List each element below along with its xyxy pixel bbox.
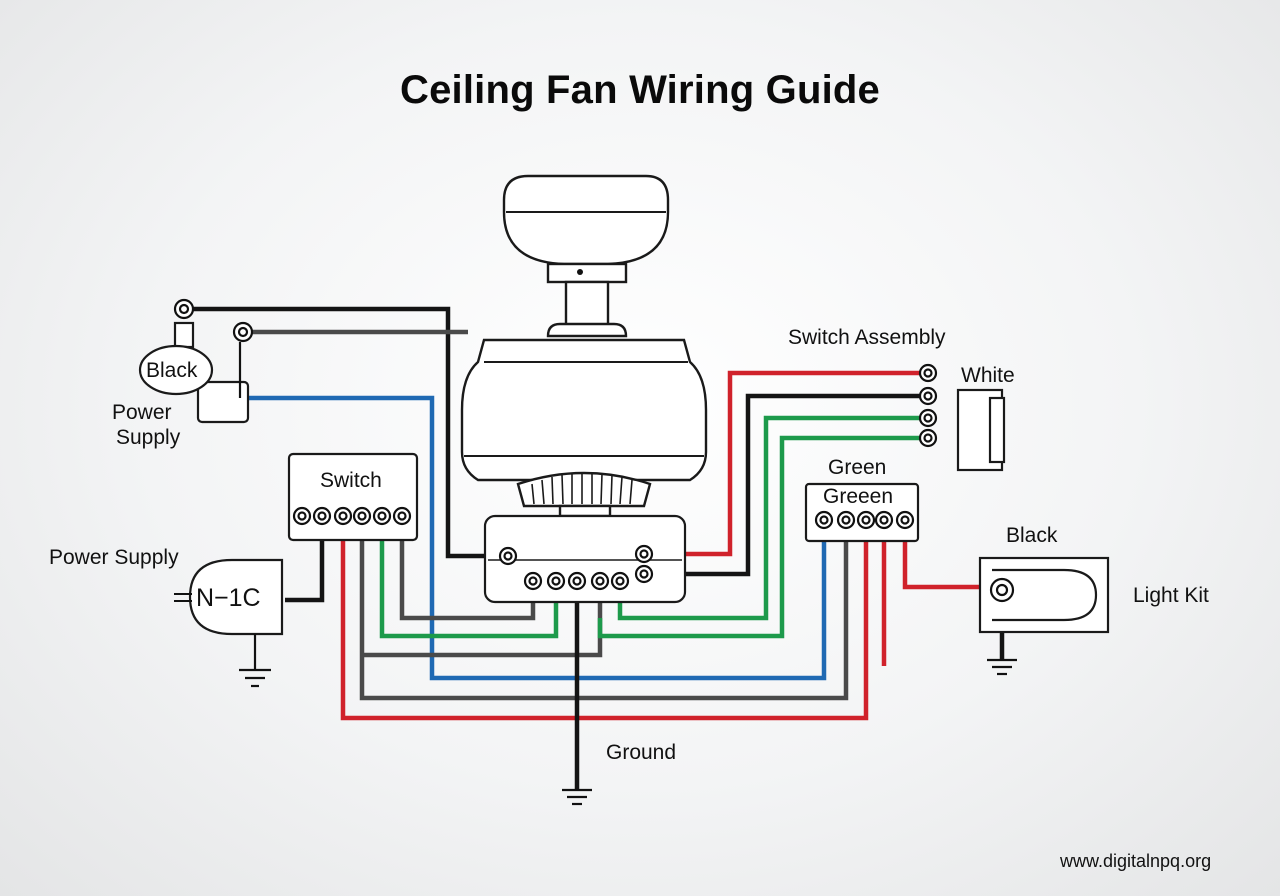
- wire-red-switch-loop: [340, 518, 869, 721]
- wire-black-junction-to-assembly: [645, 393, 928, 577]
- terminal-power-2: [232, 321, 254, 343]
- ground-symbol-icon: [562, 788, 592, 806]
- terminal-junction-bottom-1: [523, 571, 543, 591]
- terminal-switch-2: [312, 506, 332, 526]
- wire-green-switch-to-junction: [379, 518, 559, 639]
- terminal-junction-bottom-4: [590, 571, 610, 591]
- terminal-assembly-1: [918, 363, 938, 383]
- switch-assembly: [956, 388, 1006, 472]
- fan-neck: [558, 504, 612, 518]
- label-black-right: Black: [1006, 524, 1058, 547]
- label-white: White: [961, 364, 1015, 387]
- terminal-switch-1: [292, 506, 312, 526]
- terminal-power-1: [173, 298, 195, 320]
- ground-symbol-light-kit-icon: [987, 658, 1017, 676]
- terminal-junction-left: [498, 546, 518, 566]
- power-plug-body: [196, 380, 250, 424]
- n1c-supply-body: [188, 558, 284, 636]
- terminal-green-2: [836, 510, 856, 530]
- terminal-junction-bottom-5: [610, 571, 630, 591]
- wire-green-to-assembly-a: [617, 415, 928, 621]
- terminal-green-5: [895, 510, 915, 530]
- wire-red-junction-to-assembly: [645, 370, 928, 557]
- fan-motor-housing: [460, 338, 708, 482]
- terminals: [173, 298, 1015, 603]
- label-ground: Ground: [606, 741, 677, 764]
- fan-canopy-icon: [502, 174, 670, 266]
- wire-green-to-assembly-b: [597, 435, 928, 639]
- fan-downrod: [564, 280, 610, 328]
- diagram-title: Ceiling Fan Wiring Guide: [400, 68, 880, 112]
- label-light-kit: Light Kit: [1133, 584, 1209, 607]
- switch-assembly-toggle: [988, 396, 1006, 464]
- fan-vent-fins: [531, 473, 633, 505]
- terminal-switch-4: [352, 506, 372, 526]
- n1c-supply: [174, 558, 284, 670]
- ceiling-fan: [460, 174, 708, 604]
- terminal-junction-right-2: [634, 564, 654, 584]
- terminal-junction-bottom-3: [567, 571, 587, 591]
- fan-motor-top: [546, 322, 628, 338]
- label-switch-assembly: Switch Assembly: [788, 326, 946, 349]
- label-green-inner: Greeen: [823, 485, 894, 508]
- wire-black-switch-to-supply: [285, 518, 325, 603]
- wire-red-to-light-kit: [902, 520, 1002, 590]
- label-switch: Switch: [320, 469, 382, 492]
- terminal-green-4: [874, 510, 894, 530]
- power-plug-cap: [138, 344, 214, 396]
- terminal-junction-bottom-2: [546, 571, 566, 591]
- terminal-switch-6: [392, 506, 412, 526]
- terminal-light-kit: [989, 577, 1015, 603]
- power-plug-stem: [173, 321, 195, 349]
- fan-collar: [546, 262, 628, 284]
- ground-symbol-n1c-icon: [239, 668, 271, 688]
- fan-vent-icon: [516, 471, 652, 508]
- terminal-junction-right-1: [634, 544, 654, 564]
- terminal-assembly-2: [918, 386, 938, 406]
- switch-box: [287, 452, 419, 542]
- label-black-top: Black: [146, 359, 198, 382]
- fan-collar-screw: [577, 269, 583, 275]
- top-power-supply: [138, 321, 250, 424]
- terminal-assembly-4: [918, 428, 938, 448]
- label-power-supply-top-line2: Supply: [116, 426, 181, 449]
- wire-gray-switch-loop-a: [359, 518, 849, 701]
- wire-blue-loop: [238, 395, 827, 681]
- wire-black-power-to-junction: [184, 306, 508, 559]
- terminal-green-1: [814, 510, 834, 530]
- label-supply-code: N−1C: [196, 584, 261, 612]
- terminal-assembly-3: [918, 408, 938, 428]
- terminal-green-3: [856, 510, 876, 530]
- wire-gray-switch-to-junction: [362, 583, 603, 658]
- label-power-supply-left: Power Supply: [49, 546, 179, 569]
- label-website: www.digitalnpq.org: [1060, 851, 1212, 871]
- light-kit-bulb-icon: [992, 568, 1098, 622]
- terminal-switch-3: [333, 506, 353, 526]
- terminal-switch-5: [372, 506, 392, 526]
- label-green-outer: Green: [828, 456, 887, 479]
- label-power-supply-top-line1: Power: [112, 401, 172, 424]
- wires: [184, 306, 1005, 790]
